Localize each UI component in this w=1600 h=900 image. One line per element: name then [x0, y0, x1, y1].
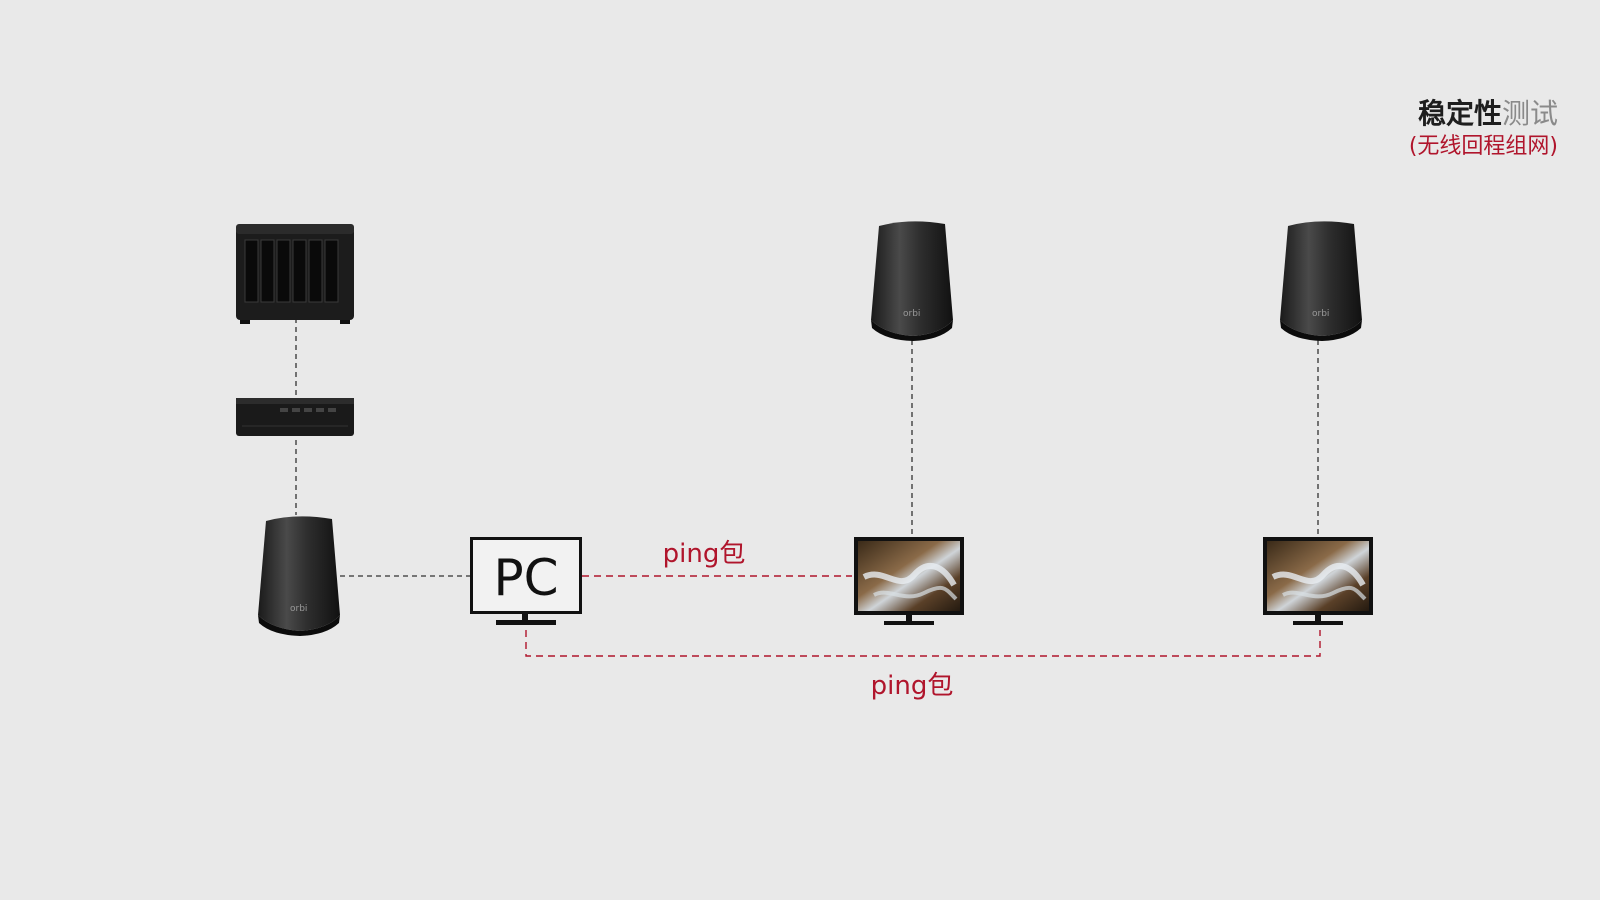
pc-monitor-icon: PC	[470, 537, 582, 625]
orbi-satellite-1-icon: orbi	[871, 221, 953, 341]
satellite2-brand-label: orbi	[1312, 309, 1329, 319]
page-title: 稳定性测试	[1409, 96, 1558, 132]
link-pc-monitor2	[525, 630, 1321, 657]
nas-icon	[236, 224, 354, 324]
monitor-2-icon	[1263, 537, 1373, 625]
orbi-router-icon: orbi	[258, 516, 340, 636]
title-block: 稳定性测试 (无线回程组网)	[1409, 96, 1558, 162]
pc-label: PC	[493, 549, 558, 607]
orbi-satellite-2-icon: orbi	[1280, 221, 1362, 341]
links	[295, 318, 1321, 657]
title-light: 测试	[1501, 97, 1558, 130]
monitor-1-icon	[854, 537, 964, 625]
router-brand-label: orbi	[290, 604, 307, 614]
satellite1-brand-label: orbi	[903, 309, 920, 319]
page-subtitle: (无线回程组网)	[1408, 134, 1558, 159]
switch-icon	[236, 398, 354, 436]
ping-label-top: ping包	[663, 539, 746, 569]
title-bold: 稳定性	[1417, 97, 1502, 130]
ping-label-bottom: ping包	[871, 671, 954, 701]
